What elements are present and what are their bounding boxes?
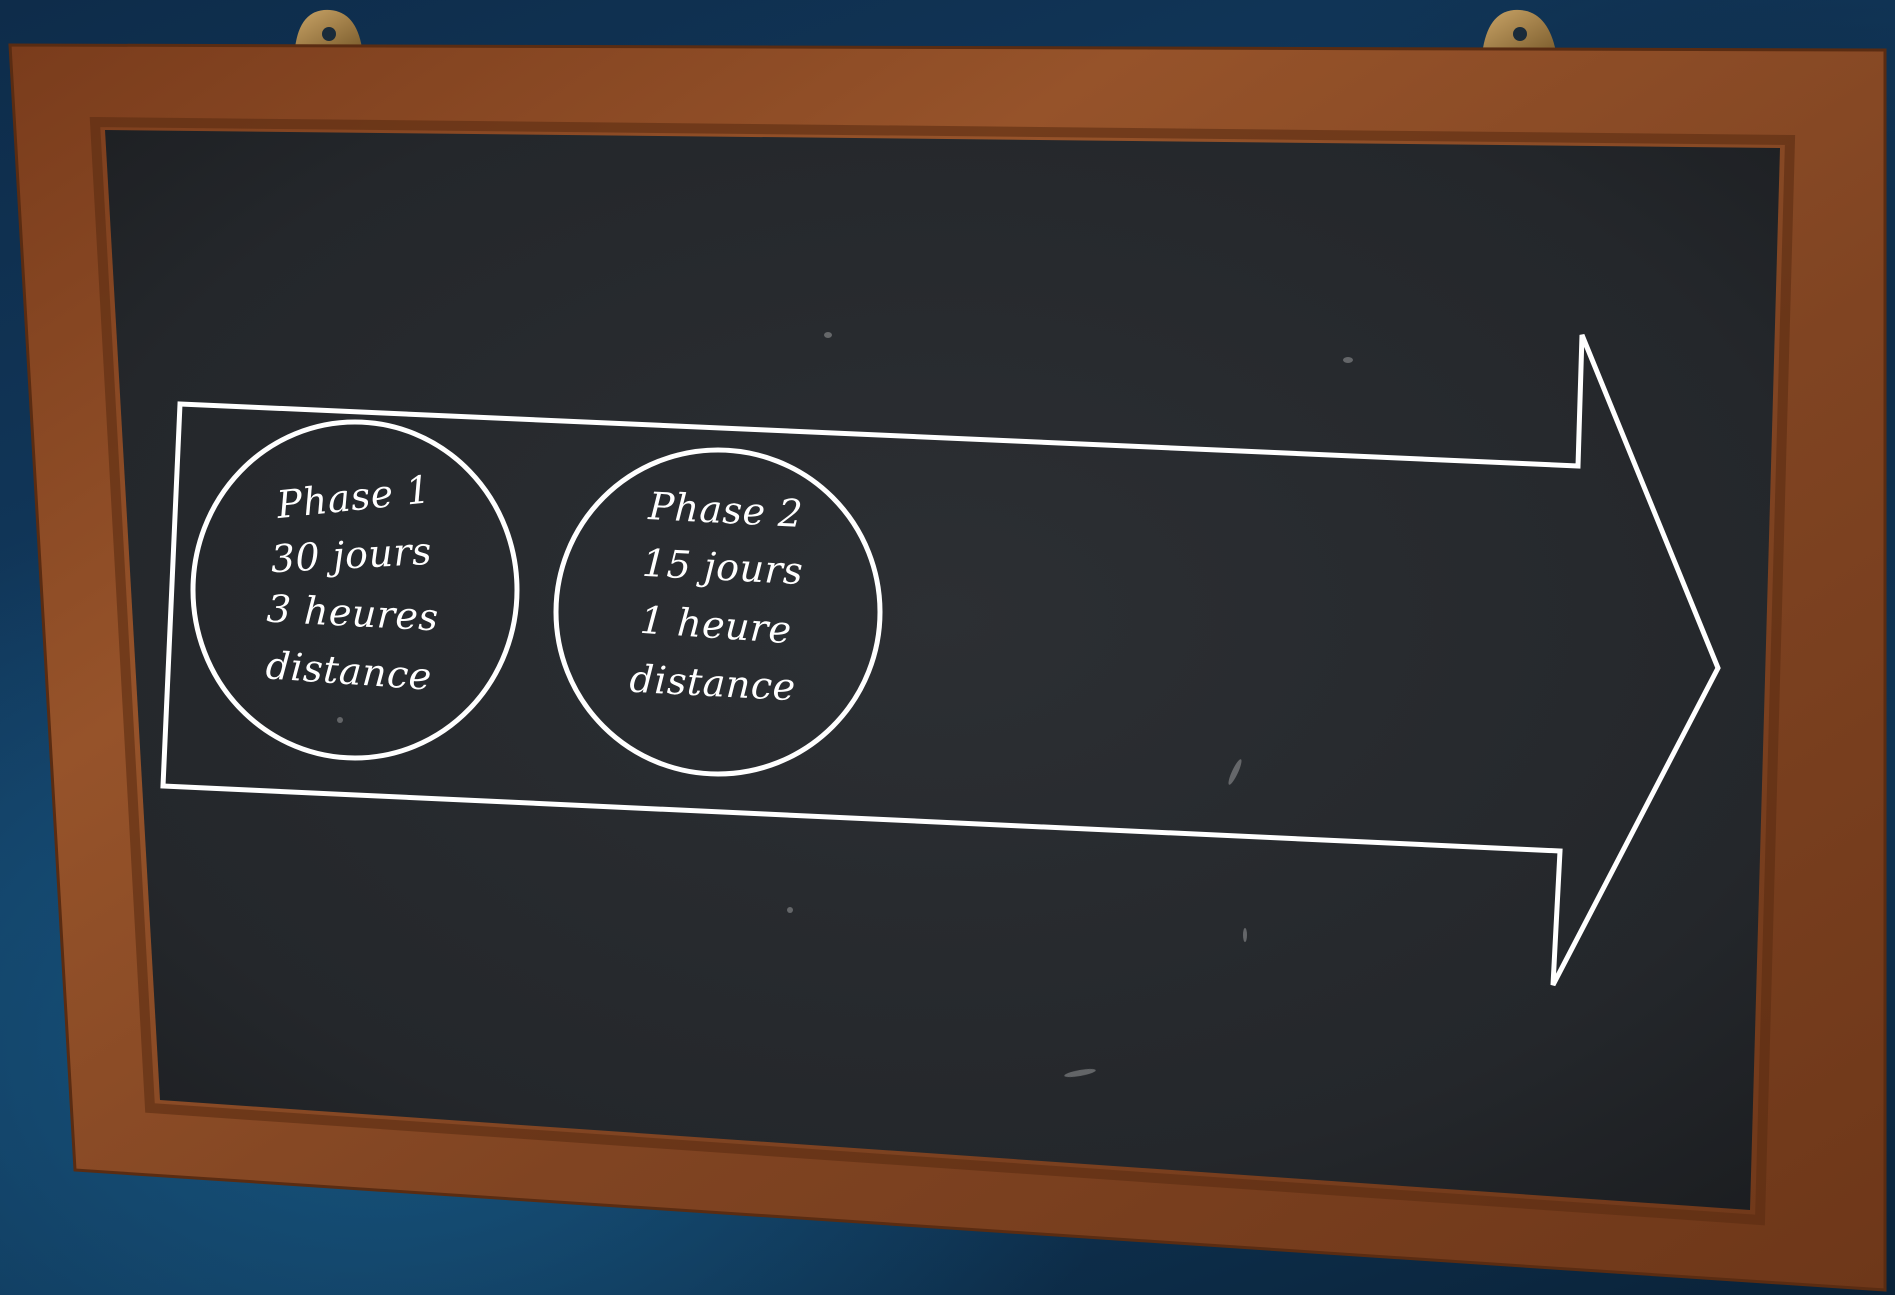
hook-left	[295, 10, 362, 48]
phase-2-title: Phase 2	[646, 484, 804, 536]
hook-right	[1483, 10, 1556, 52]
phase-2-duration: 15 jours	[641, 541, 804, 593]
phase-1-duration: 30 jours	[270, 529, 433, 581]
phase-2-mode: distance	[629, 657, 797, 710]
phase-1-hours: 3 heures	[266, 587, 440, 640]
